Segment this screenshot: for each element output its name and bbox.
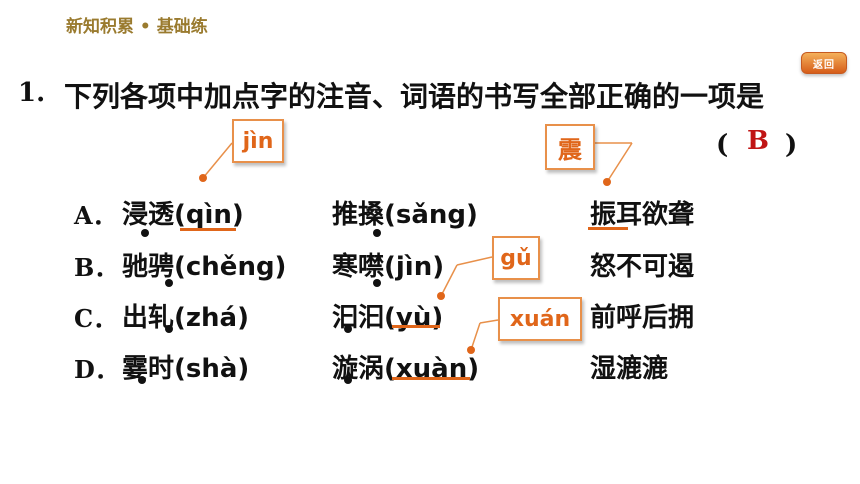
question-number: 1. xyxy=(18,78,46,108)
marker-xuan xyxy=(467,346,475,354)
option-c-word-3: 前呼后拥 xyxy=(590,303,695,333)
option-b-word-3: 怒不可遏 xyxy=(590,252,695,282)
correction-callout-gu: gǔ xyxy=(492,236,540,280)
connector-jin xyxy=(202,142,233,179)
option-a-letter: A． xyxy=(74,201,117,230)
correction-callout-jin: jìn xyxy=(232,119,284,163)
section-header: 新知积累 • 基础练 xyxy=(66,17,208,37)
back-button[interactable]: 返回 xyxy=(801,52,847,74)
connector-zhen-b xyxy=(606,142,633,183)
option-c-letter: C． xyxy=(74,304,118,333)
question-text: 下列各项中加点字的注音、词语的书写全部正确的一项是 xyxy=(64,80,765,113)
emphasis-dot xyxy=(344,325,352,333)
option-a-word-3: 振耳欲聋 xyxy=(590,200,695,230)
connector-xuan-b xyxy=(470,322,481,351)
emphasis-dot xyxy=(138,376,146,384)
option-b-letter: B． xyxy=(74,253,119,282)
answer-paren-left: ( xyxy=(716,130,729,160)
correction-callout-zhen: 震 xyxy=(545,124,595,170)
connector-gu-b xyxy=(440,264,458,297)
option-c-word-1: 出轧(zhá) xyxy=(122,303,249,333)
marker-gu xyxy=(437,292,445,300)
error-underline-a3 xyxy=(588,227,628,230)
correction-callout-xuan: xuán xyxy=(498,297,582,341)
emphasis-dot xyxy=(141,229,149,237)
error-underline-a1 xyxy=(180,228,236,231)
emphasis-dot xyxy=(165,325,173,333)
connector-gu-a xyxy=(456,256,493,266)
error-underline-d2 xyxy=(392,377,470,380)
emphasis-dot xyxy=(344,376,352,384)
emphasis-dot xyxy=(165,279,173,287)
marker-zhen xyxy=(603,178,611,186)
option-d-word-3: 湿漉漉 xyxy=(590,354,669,384)
option-b-word-2: 寒噤(jìn) xyxy=(332,252,445,282)
error-underline-c2 xyxy=(392,325,440,328)
emphasis-dot xyxy=(373,229,381,237)
option-b-word-1: 驰骋(chěng) xyxy=(122,252,287,282)
connector-xuan-a xyxy=(479,319,499,324)
option-a-word-2: 推搡(sǎng) xyxy=(332,200,478,230)
option-d-letter: D． xyxy=(74,355,119,384)
answer-letter: B xyxy=(747,126,769,156)
option-a-word-1: 浸透(qìn) xyxy=(122,200,244,230)
answer-paren-right: ) xyxy=(785,130,798,160)
marker-jin xyxy=(199,174,207,182)
emphasis-dot xyxy=(373,279,381,287)
back-button-label: 返回 xyxy=(813,59,835,71)
